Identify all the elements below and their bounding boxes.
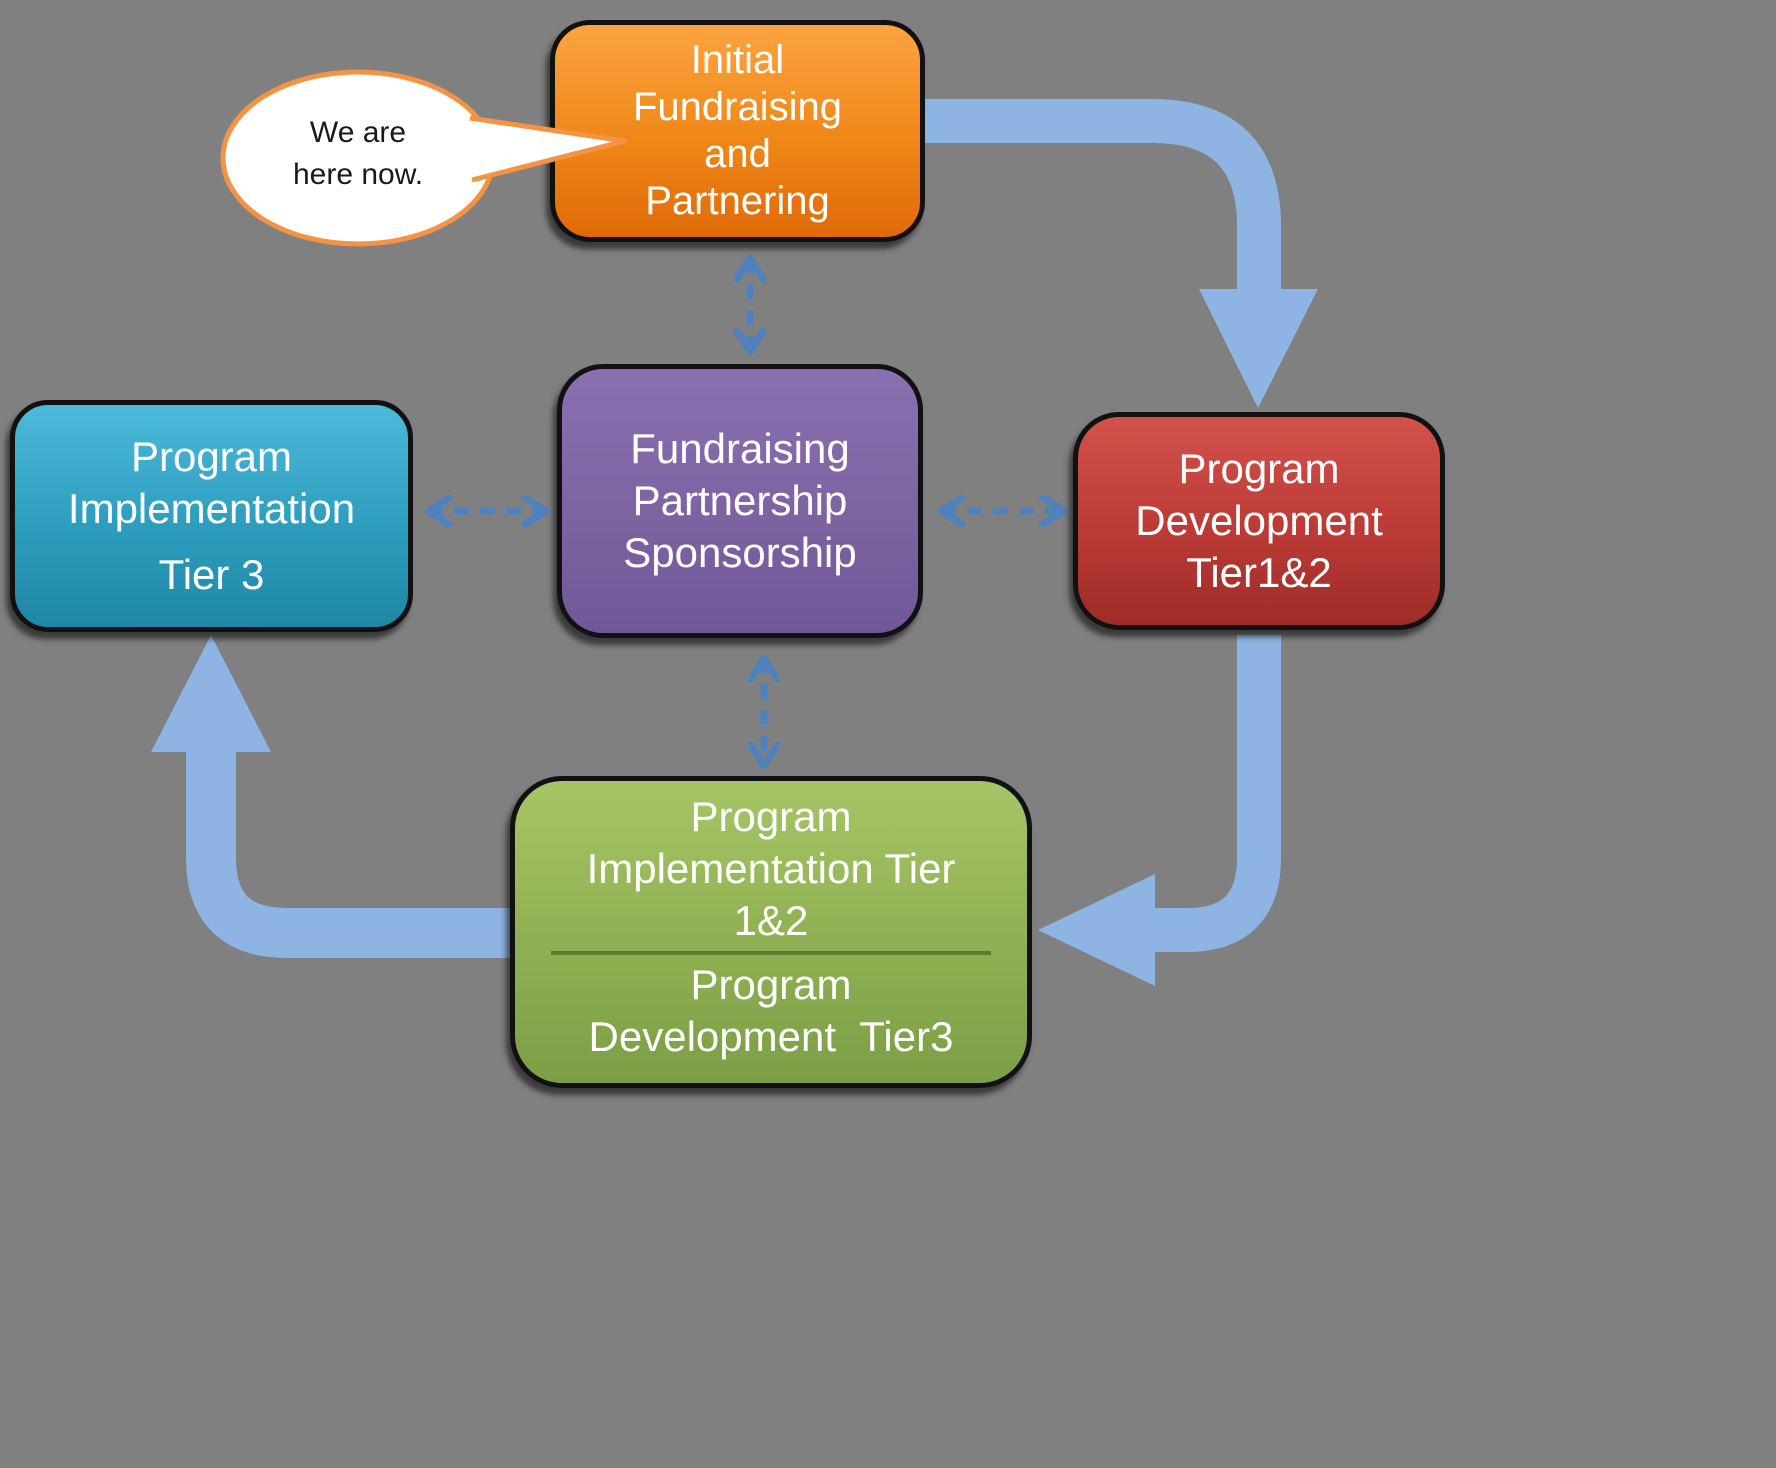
node-program-implementation-tier12-top-label: Program Implementation Tier 1&2 xyxy=(586,793,956,945)
node-program-development-tier12: Program Development Tier1&2 xyxy=(1073,412,1445,630)
callout-text: We are here now. xyxy=(292,116,424,191)
node-program-implementation-tier3-sublabel: Tier 3 xyxy=(158,551,265,599)
node-program-implementation-tier12-bottom-label: Program Development Tier3 xyxy=(588,961,954,1061)
node-program-implementation-tier12: Program Implementation Tier 1&2 Program … xyxy=(510,776,1032,1088)
node-program-development-tier12-label: Program Development Tier1&2 xyxy=(1135,444,1383,597)
node-initial-fundraising-label: Initial Fundraising and Partnering xyxy=(632,37,842,224)
node-initial-fundraising: Initial Fundraising and Partnering xyxy=(550,20,925,242)
arrowhead-up-icon xyxy=(151,635,271,752)
arrow-development-to-implementation12 xyxy=(1038,635,1281,986)
green-box-divider xyxy=(551,951,991,956)
arrow-implementation12-to-tier3 xyxy=(151,635,516,958)
arrow-initial-to-development xyxy=(916,99,1318,408)
node-program-implementation-tier3-label: Program Implementation xyxy=(67,432,356,532)
node-fundraising-partnership: Fundraising Partnership Sponsorship xyxy=(557,364,923,638)
arrowhead-down-icon xyxy=(1199,289,1318,408)
arrowhead-left-icon xyxy=(1038,874,1155,986)
node-fundraising-partnership-label: Fundraising Partnership Sponsorship xyxy=(623,424,857,577)
node-program-implementation-tier3: Program Implementation Tier 3 xyxy=(10,400,413,632)
